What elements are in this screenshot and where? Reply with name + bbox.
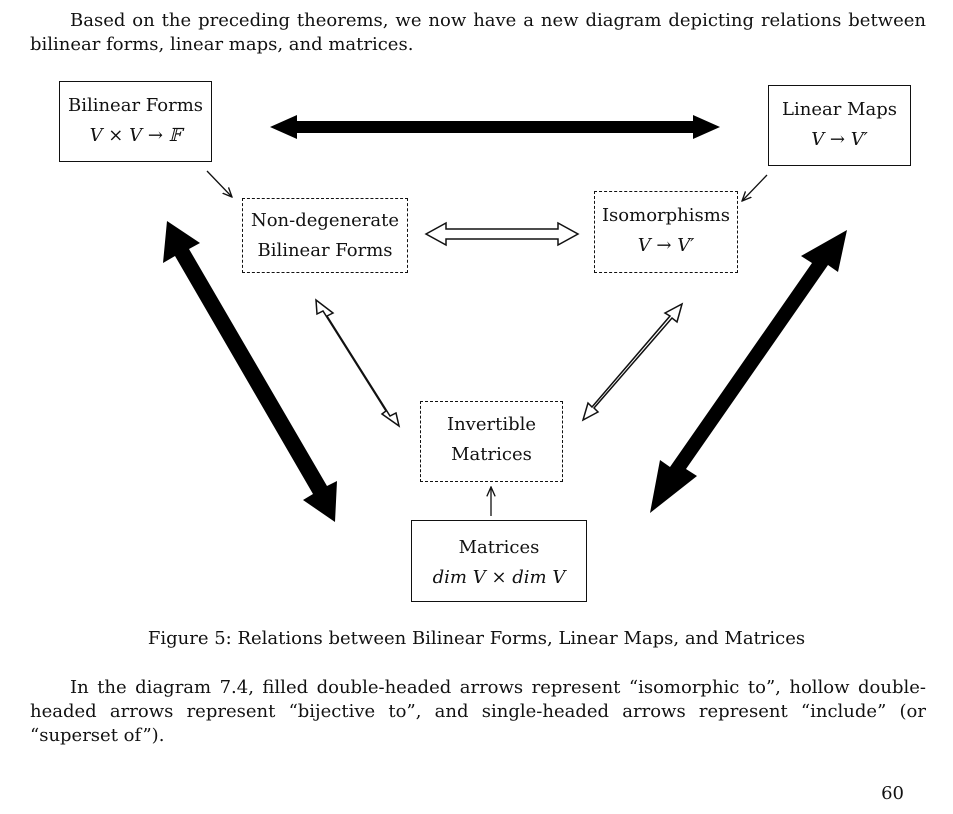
node-invertible-sub: Matrices (451, 444, 532, 465)
node-matrices: Matrices dim V × dim V (411, 520, 587, 602)
node-matrices-title: Matrices (458, 537, 540, 558)
hollow-arrow-iso-invertible (581, 302, 684, 422)
figure-caption: Figure 5: Relations between Bilinear For… (147, 628, 806, 649)
node-linear-maps: Linear Maps V → V′ (768, 85, 911, 166)
hollow-arrow-nondeg-invertible (315, 298, 401, 428)
node-nondegenerate-title: Non-degenerate (250, 210, 400, 231)
node-bilinear-forms-title: Bilinear Forms (67, 95, 204, 116)
node-invertible-title: Invertible (446, 414, 537, 435)
filled-arrow-linear-matrices (650, 230, 847, 513)
explanation-paragraph: In the diagram 7.4, filled double-headed… (30, 677, 926, 746)
node-isomorphisms-sub: V → V′ (637, 235, 695, 256)
page-number: 60 (881, 783, 904, 804)
node-matrices-sub: dim V × dim V (432, 567, 566, 588)
node-invertible-matrices: Invertible Matrices (420, 401, 563, 482)
filled-arrow-bilinear-matrices (163, 221, 337, 522)
node-bilinear-forms-sub: V × V → 𝔽 (89, 125, 182, 146)
include-arrow-bilinear-nondeg (206, 170, 232, 197)
node-nondegenerate-sub: Bilinear Forms (257, 240, 393, 261)
include-arrow-linear-iso (742, 174, 768, 201)
node-linear-maps-title: Linear Maps (782, 99, 897, 120)
node-isomorphisms: Isomorphisms V → V′ (594, 191, 738, 273)
filled-arrow-bilinear-linear (270, 115, 720, 139)
node-isomorphisms-title: Isomorphisms (601, 205, 731, 226)
intro-paragraph: Based on the preceding theorems, we now … (30, 10, 926, 55)
node-bilinear-forms: Bilinear Forms V × V → 𝔽 (59, 81, 212, 162)
node-linear-maps-sub: V → V′ (811, 129, 868, 150)
node-nondegenerate: Non-degenerate Bilinear Forms (242, 198, 408, 273)
hollow-arrow-nondeg-iso (424, 221, 580, 247)
relations-diagram (163, 115, 847, 522)
